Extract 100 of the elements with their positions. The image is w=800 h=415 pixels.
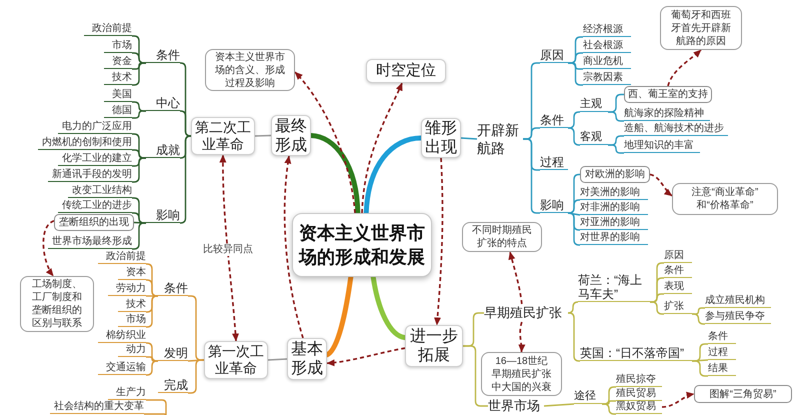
branch-text: 条件: [708, 330, 736, 344]
branch-text: 化学工业的建立: [58, 152, 132, 166]
connector-line: [144, 413, 167, 415]
branch-text: 内燃机的创制和使用: [38, 136, 132, 150]
branch-heading: 过程: [540, 154, 568, 170]
branch-text: 政治前提: [84, 22, 132, 36]
connector-line: [132, 62, 146, 86]
branch-text: 政治前提: [98, 250, 146, 264]
connector-line: [568, 52, 583, 64]
topic-box: 第一次工业革命: [204, 341, 268, 379]
connector-line: [568, 199, 580, 214]
dashed-arrow: [518, 322, 526, 352]
branch-text: 对亚洲的影响: [580, 216, 648, 230]
branch-text: 原因: [664, 249, 692, 263]
connector-line: [146, 279, 158, 297]
branch-text: 市场: [118, 313, 146, 327]
branch-text: 地理知识的丰富: [624, 139, 700, 153]
branch-text: 社会结构的重大变革: [50, 400, 144, 414]
connector-line: [544, 403, 574, 407]
branch-text: 殖民贸易: [616, 387, 662, 401]
branch-text: 对美洲的影响: [580, 186, 648, 200]
topic-text: 早期殖民扩张: [484, 304, 568, 322]
branch-text: 黑奴贸易: [616, 400, 662, 414]
connector-line: [568, 212, 580, 246]
branch-text: 技术: [118, 298, 146, 312]
dashed-arrow: [508, 252, 523, 304]
branch-text: 造船、航海技术的进步: [624, 122, 728, 136]
connector-line: [692, 313, 705, 325]
branch-heading: 客观: [580, 130, 608, 145]
branch-text: 市场: [104, 39, 132, 53]
dashed-arrow: [434, 158, 444, 326]
connector-line: [146, 295, 158, 328]
connector-line: [692, 360, 708, 377]
branch-text: 对非洲的影响: [580, 201, 648, 215]
connector-line: [650, 301, 664, 315]
dashed-arrow: [361, 82, 403, 214]
connector-line: [602, 403, 616, 415]
branch-text: 美国: [104, 88, 132, 102]
topic-box: 时空定位: [366, 59, 446, 83]
note-box: 工场制度、工厂制度和垄断组织的区别与联系: [20, 276, 94, 332]
dashed-arrow: [662, 392, 694, 408]
connector-line: [568, 62, 583, 86]
connector-line: [568, 212, 580, 216]
branch-text: 棉纺织业: [98, 329, 146, 343]
note-box: 注意“商业革命”和“价格革命”: [672, 183, 778, 215]
branch-text: 动力: [118, 343, 146, 357]
dashed-arrow: [219, 154, 239, 342]
connector-line: [146, 342, 158, 362]
connector-line: [132, 133, 146, 159]
branch-text: 结果: [708, 362, 736, 376]
topic-box: 第二次工业革命: [191, 117, 255, 155]
branch-text: 社会根源: [583, 39, 631, 53]
topic-text: 世界市场: [488, 398, 544, 414]
branch-text: 商业危机: [583, 55, 631, 69]
branch-curve: [324, 274, 354, 358]
branch-text: 扩张: [664, 300, 692, 314]
note-box: 不同时期殖民扩张的特点: [462, 222, 542, 252]
connector-line: [608, 144, 624, 154]
branch-text: 劳动力: [108, 282, 146, 296]
connector-line: [567, 301, 579, 314]
branch-text: 交通运输: [98, 361, 146, 375]
topic-box: 雏形出现: [421, 118, 461, 158]
dashed-arrow: [667, 49, 702, 86]
connector-line: [132, 110, 146, 119]
branch-text: 经济根源: [583, 23, 631, 37]
topic-text: 开辟新航路: [477, 121, 523, 157]
branch-text: 技术: [104, 71, 132, 85]
connector-line: [568, 127, 580, 146]
branch-heading: 完成: [158, 377, 188, 393]
branch-text: 世界市场最终形成: [48, 235, 132, 249]
branch-curve: [370, 274, 408, 340]
branch-text: 德国: [104, 104, 132, 118]
branch-heading: 荷兰：“海上马车夫”: [578, 272, 650, 302]
note-box: 资本主义世界市场的含义、形成过程及影响: [205, 49, 295, 91]
branch-text: 条件: [664, 264, 692, 278]
branch-heading: 条件: [146, 47, 180, 63]
connector-line: [608, 111, 624, 122]
branch-text: 电力的广泛应用: [58, 120, 132, 134]
connector-line: [523, 138, 540, 214]
branch-text: 殖民掠夺: [616, 373, 662, 387]
central-topic-box: 资本主义世界市场的形成和发展: [292, 213, 432, 277]
dashed-arrow: [650, 174, 673, 196]
branch-heading: 发明: [158, 345, 188, 361]
note-box: 16—18世纪早期殖民扩张中大国的兴衰: [481, 352, 562, 396]
topic-box: 基本形成: [287, 338, 327, 380]
branch-heading: 条件: [540, 112, 568, 128]
branch-text: 生产力: [108, 386, 146, 400]
branch-text: 资金: [104, 55, 132, 69]
connector-line: [692, 359, 708, 362]
branch-text: 航海家的探险精神: [624, 107, 710, 121]
branch-text: 对世界的影响: [580, 231, 648, 245]
boxed-label: 垄断组织的出现: [54, 214, 134, 231]
connector-line: [180, 110, 192, 137]
branch-heading: 中心: [146, 95, 180, 111]
branch-text: 资本: [118, 266, 146, 280]
branch-heading: 途径: [574, 389, 602, 404]
branch-text: 过程: [708, 346, 736, 360]
branch-heading: 影响: [540, 197, 568, 213]
branch-text: 成立殖民机构: [705, 294, 771, 308]
dashed-arrow: [42, 220, 54, 276]
